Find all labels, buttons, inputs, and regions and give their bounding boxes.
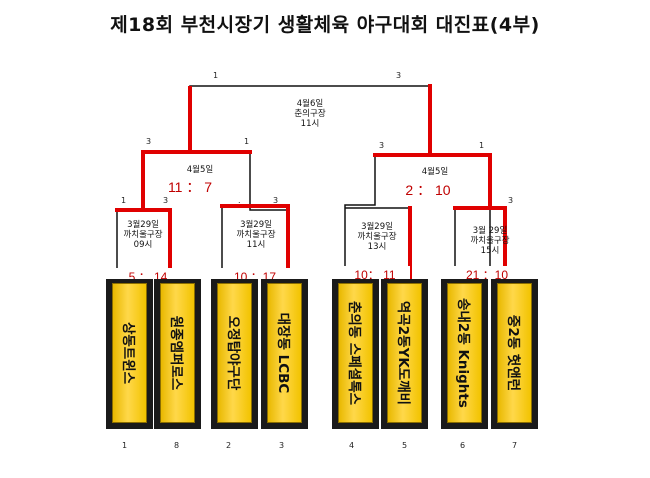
qf1-venue: 까치울구장 <box>123 230 163 240</box>
final-left-number: 1 <box>213 71 219 80</box>
qf4-right-number: 3 <box>508 196 514 205</box>
team-seed: 2 <box>226 441 232 450</box>
final-info: 4월6일 춘의구장 11시 <box>270 99 350 129</box>
team-name: 춘의동 스페셜톡스 <box>345 300 362 406</box>
final-date: 4월6일 <box>296 99 324 109</box>
team-seed: 1 <box>122 441 128 450</box>
qf1-time: 09시 <box>133 240 153 250</box>
team-seed: 6 <box>460 441 466 450</box>
final-time: 11시 <box>300 119 320 129</box>
qf4-score: 21 ：10 <box>452 266 522 283</box>
qf2-date: 3월29일 <box>240 220 272 230</box>
qf2-venue: 까치울구장 <box>236 230 276 240</box>
bracket-title: 제18회 부천시장기 생활체육 야구대회 대진표(4부) <box>110 14 540 36</box>
semi1-score: 11 ： 7 <box>167 179 213 195</box>
qf3-time: 13시 <box>367 242 387 252</box>
qf4-venue: 까치울구장 <box>470 236 510 246</box>
qf1-date: 3월29일 <box>127 220 159 230</box>
qf1-left-number: 1 <box>121 196 127 205</box>
qf2-right-number: 3 <box>273 196 279 205</box>
qf1-info: 3월29일 까치울구장 09시 <box>113 220 173 250</box>
team-card: 역곡2동YK도깨비 <box>381 279 428 429</box>
team-name: 상동트윈스 <box>119 321 136 385</box>
qf3-venue: 까치울구장 <box>357 232 397 242</box>
team-name: 원종엠퍼로스 <box>167 315 184 391</box>
team-card: 중2동 헛앤런 <box>491 279 538 429</box>
team-name: 송내2동 Knights <box>454 298 471 408</box>
semi1-right-number: 1 <box>244 137 250 146</box>
semi2-score: 2 ： 10 <box>405 182 451 198</box>
team-name: 중2동 헛앤런 <box>504 314 521 392</box>
team-card: 상동트윈스 <box>106 279 153 429</box>
team-seed: 7 <box>512 441 518 450</box>
qf2-info: 3월29일 까치울구장 11시 <box>226 220 286 250</box>
qf4-date: 3월 29일 <box>472 226 508 236</box>
semi2-right-number: 1 <box>479 141 485 150</box>
qf3-score: 10： 11 <box>340 266 410 283</box>
team-seed: 4 <box>349 441 355 450</box>
team-name: 대장동 LCBC <box>274 312 291 394</box>
team-seed: 5 <box>402 441 408 450</box>
team-seed: 8 <box>174 441 180 450</box>
qf1-right-number: 3 <box>163 196 169 205</box>
qf3-info: 3월29일 까치울구장 13시 <box>347 222 407 252</box>
qf2-time: 11시 <box>246 240 266 250</box>
qf2-left-number: . <box>238 196 241 205</box>
semi1-left-number: 3 <box>146 137 152 146</box>
semi2-date: 4월5일 <box>421 167 449 177</box>
qf3-date: 3월29일 <box>361 222 393 232</box>
team-card: 송내2동 Knights <box>441 279 488 429</box>
team-name: 역곡2동YK도깨비 <box>394 300 411 406</box>
qf4-info: 3월 29일 까치울구장 15시 <box>455 226 525 256</box>
team-card: 원종엠퍼로스 <box>154 279 201 429</box>
team-seed: 3 <box>279 441 285 450</box>
team-card: 춘의동 스페셜톡스 <box>332 279 379 429</box>
semi1-date: 4월5일 <box>186 165 214 175</box>
final-right-number: 3 <box>396 71 402 80</box>
team-card: 대장동 LCBC <box>261 279 308 429</box>
semi2-left-number: 3 <box>379 141 385 150</box>
final-venue: 춘의구장 <box>294 109 326 119</box>
team-card: 오정탑야구단 <box>211 279 258 429</box>
qf4-time: 15시 <box>480 246 500 256</box>
team-name: 오정탑야구단 <box>224 315 241 391</box>
